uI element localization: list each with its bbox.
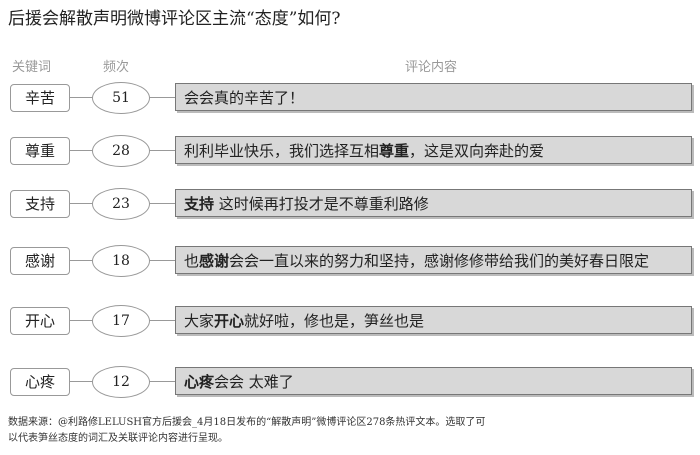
frequency-ellipse: 23 (92, 188, 150, 220)
frequency-ellipse: 17 (92, 305, 150, 337)
comment-text: ，这是双向奔赴的爱 (409, 142, 545, 160)
comment-box: 大家开心就好啦，修也是，笋丝也是 (175, 306, 692, 334)
comment-keyword: 心疼 (184, 373, 215, 391)
header-keyword: 关键词 (12, 60, 52, 75)
comment-box: 也感谢会会一直以来的努力和坚持，感谢修修带给我们的美好春日限定 (175, 246, 692, 274)
comment-text: 会会真的辛苦了！ (184, 89, 305, 107)
comment-text: 大家 (184, 312, 215, 330)
footnote-line-2: 以代表笋丝态度的词汇及关联评论内容进行呈现。 (8, 433, 228, 444)
keyword-row: 开心 17 大家开心就好啦，修也是，笋丝也是 (0, 305, 700, 337)
page-title: 后援会解散声明微博评论区主流“态度”如何? (8, 9, 341, 29)
comment-text: 利利毕业快乐，我们选择互相 (184, 142, 380, 160)
header-comment: 评论内容 (405, 60, 458, 75)
comment-text: 会会一直以来的努力和坚持，感谢修修带给我们的美好春日限定 (229, 252, 650, 270)
keyword-box: 尊重 (10, 137, 70, 165)
comment-keyword: 感谢 (199, 252, 230, 270)
keyword-row: 尊重 28 利利毕业快乐，我们选择互相尊重，这是双向奔赴的爱 (0, 135, 700, 167)
frequency-ellipse: 18 (92, 245, 150, 277)
keyword-box: 辛苦 (10, 84, 70, 112)
comment-box: 心疼会会 太难了 (175, 367, 692, 395)
comment-keyword: 开心 (214, 312, 245, 330)
keyword-row: 感谢 18 也感谢会会一直以来的努力和坚持，感谢修修带给我们的美好春日限定 (0, 245, 700, 277)
keyword-row: 心疼 12 心疼会会 太难了 (0, 366, 700, 398)
comment-text: 会会 太难了 (214, 373, 294, 391)
keyword-box: 感谢 (10, 247, 70, 275)
keyword-row: 辛苦 51 会会真的辛苦了！ (0, 82, 700, 114)
keyword-box: 心疼 (10, 368, 70, 396)
header-frequency: 频次 (103, 60, 130, 75)
footnote-line-1: 数据来源：@利路修LELUSH官方后援会_4月18日发布的“解散声明”微博评论区… (8, 417, 486, 428)
comment-keyword: 支持 (184, 195, 215, 213)
frequency-ellipse: 12 (92, 366, 150, 398)
comment-box: 利利毕业快乐，我们选择互相尊重，这是双向奔赴的爱 (175, 136, 692, 164)
keyword-box: 开心 (10, 307, 70, 335)
keyword-row: 支持 23 支持 这时候再打投才是不尊重利路修 (0, 188, 700, 220)
comment-box: 会会真的辛苦了！ (175, 83, 692, 111)
comment-box: 支持 这时候再打投才是不尊重利路修 (175, 189, 692, 217)
comment-text: 就好啦，修也是，笋丝也是 (244, 312, 425, 330)
frequency-ellipse: 28 (92, 135, 150, 167)
keyword-box: 支持 (10, 190, 70, 218)
comment-text: 这时候再打投才是不尊重利路修 (214, 195, 429, 213)
comment-text: 也 (184, 252, 200, 270)
footnote: 数据来源：@利路修LELUSH官方后援会_4月18日发布的“解散声明”微博评论区… (8, 415, 608, 447)
frequency-ellipse: 51 (92, 82, 150, 114)
comment-keyword: 尊重 (379, 142, 410, 160)
